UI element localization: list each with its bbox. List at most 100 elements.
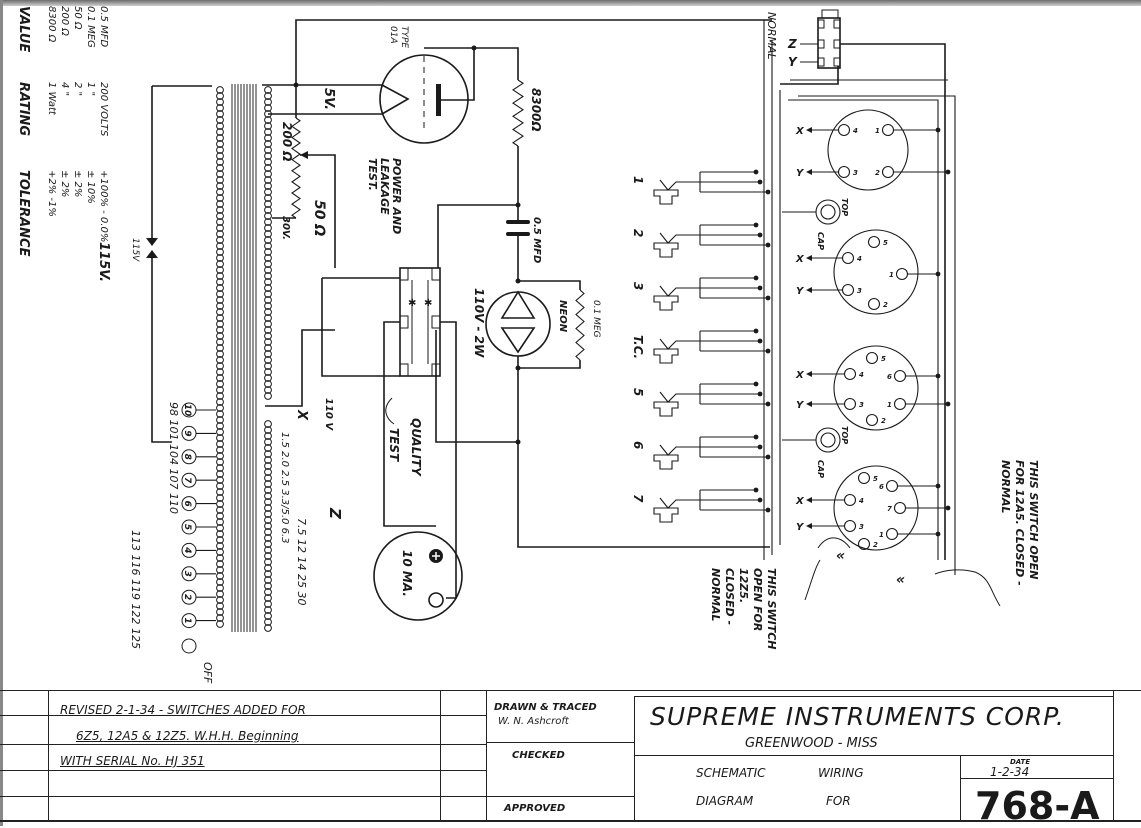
lead-label: Y (796, 168, 805, 179)
secondary-winding-turn (264, 468, 272, 476)
primary-winding-turn (216, 248, 224, 256)
primary-winding-turn (216, 608, 224, 616)
secondary-winding-turn (264, 212, 272, 220)
drawing-number: 768-A (975, 784, 1100, 828)
junction (753, 434, 759, 440)
pin-number: 3 (853, 169, 858, 177)
test-button[interactable]: 2 (631, 222, 771, 258)
primary-winding-turn (216, 158, 224, 166)
primary-winding-turn (216, 206, 224, 214)
button-contact (659, 391, 700, 403)
secondary-winding-turn (264, 86, 272, 94)
primary-winding-turn (216, 200, 224, 208)
selector-position (181, 566, 197, 582)
socket-pin (893, 501, 907, 515)
cap-outer (815, 199, 841, 225)
viewer-top-edge (0, 0, 1141, 6)
primary-winding-turn (216, 110, 224, 118)
mark-x: X (294, 409, 309, 421)
table-cell: 1 Watt (46, 82, 57, 116)
secondary-winding-turn (264, 122, 272, 130)
mark-z: Z (326, 507, 344, 520)
rule (634, 696, 1114, 697)
primary-winding-turn (216, 398, 224, 406)
pushbutton-icon (653, 401, 679, 417)
switch-contact-12a5: « (896, 572, 905, 588)
pin-number: 6 (879, 483, 884, 491)
primary-winding-turn (216, 464, 224, 472)
junction (753, 169, 759, 175)
power-leakage-line3: TEST. (366, 158, 379, 191)
revision-line-2: 6Z5, 12A5 & 12Z5. W.H.H. Beginning (76, 729, 299, 743)
table-cell: +2% -1% (46, 170, 57, 217)
secondary-winding-turn (264, 134, 272, 142)
primary-winding-turn (216, 92, 224, 100)
button-contact (659, 179, 700, 191)
junction (765, 454, 771, 460)
secondary-winding-turn (264, 338, 272, 346)
rule (634, 696, 635, 820)
neon-lamp (485, 290, 551, 357)
primary-winding-turn (216, 386, 224, 394)
primary-winding-turn (216, 296, 224, 304)
button-wiring (699, 489, 768, 511)
primary-winding-turn (216, 122, 224, 130)
secondary-winding-turn (264, 498, 272, 506)
wiper-arrow (300, 151, 308, 159)
table-cell: 2 " (72, 82, 83, 96)
junction (935, 127, 941, 133)
secondary-winding-turn (264, 218, 272, 226)
secondary-winding-turn (264, 474, 272, 482)
socket-outline (833, 229, 919, 315)
socket-pin (843, 367, 857, 381)
primary-winding-turn (216, 548, 224, 556)
secondary-winding-turn (264, 146, 272, 154)
primary-winding-turn (216, 590, 224, 598)
selector-position-label: 4 (182, 546, 192, 553)
button-wiring (699, 436, 768, 458)
test-button[interactable]: T.C. (631, 328, 771, 364)
test-button[interactable]: 5 (631, 381, 771, 417)
arrow-head (146, 238, 158, 246)
title-block-bottom-rule (0, 820, 1141, 822)
primary-winding-turn (216, 404, 224, 412)
pushbutton-icon (653, 242, 679, 258)
lead-label: X (795, 496, 805, 507)
wire (321, 277, 400, 377)
test-button[interactable]: 6 (631, 434, 771, 470)
rule (634, 755, 1114, 756)
table-cell: ± 10% (85, 170, 96, 204)
wire (518, 280, 581, 369)
pin-number: 1 (887, 401, 892, 409)
cap-inner (820, 432, 836, 448)
rule (960, 778, 1113, 779)
resistor-8300-ohm (512, 79, 524, 147)
secondary-winding-turn (264, 266, 272, 274)
primary-winding-turn (216, 530, 224, 538)
test-button-label: T.C. (631, 335, 645, 359)
top-label: TOP (840, 198, 849, 216)
switch-note-left-5: NORMAL (709, 568, 722, 622)
selector-position (181, 589, 197, 605)
switch-contact-12z5: « (836, 548, 845, 564)
primary-winding-turn (216, 602, 224, 610)
test-button[interactable]: 1 (631, 169, 771, 205)
junction (945, 505, 951, 511)
secondary-winding-turn (264, 152, 272, 160)
primary-winding-turn (216, 428, 224, 436)
lead-label: X (795, 370, 805, 381)
test-button[interactable]: 7 (631, 487, 771, 523)
primary-winding-turn (216, 164, 224, 172)
primary-winding-turn (216, 230, 224, 238)
wire (440, 321, 457, 599)
pin-number: 4 (859, 497, 864, 505)
primary-winding-turn (216, 134, 224, 142)
pin-number: 2 (881, 417, 886, 425)
label-5v: 5V. (321, 88, 336, 110)
socket-pin (895, 267, 909, 281)
test-button[interactable]: 3 (631, 275, 771, 311)
resistor-0.1-meg (575, 289, 585, 361)
arrow-head (806, 401, 812, 407)
svg-text:✱: ✱ (424, 298, 432, 309)
